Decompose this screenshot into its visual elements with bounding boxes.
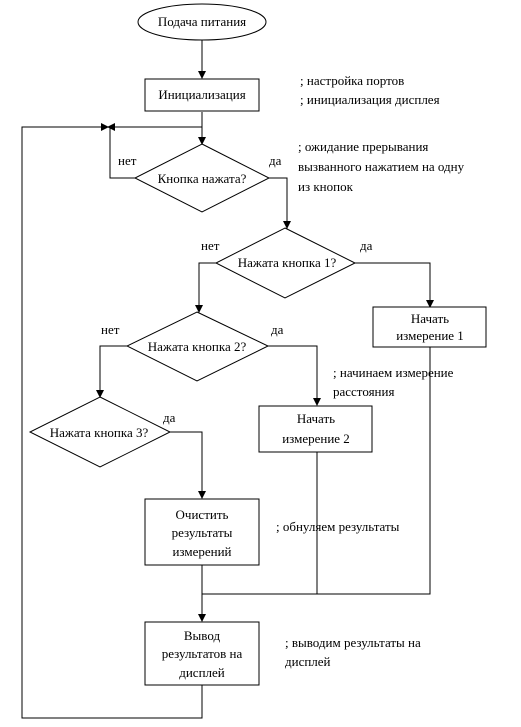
measure-1-box — [372, 306, 487, 348]
init-box — [144, 78, 260, 112]
edge-return-loop — [21, 123, 203, 719]
measure-2-box — [258, 405, 373, 453]
measure-2-label-line-2: измерение 2 — [282, 431, 350, 446]
d4-yes-label: да — [163, 410, 176, 425]
d3-no-label: нет — [101, 322, 120, 337]
comment-5-line-2: дисплей — [285, 654, 331, 669]
measure-1-label-line-1: Начать — [411, 311, 449, 326]
init-label: Инициализация — [158, 87, 245, 102]
shapes — [28, 3, 487, 686]
edge-d4-yes — [170, 431, 206, 499]
d3-yes-label: да — [271, 322, 284, 337]
output-label-line-3: дисплей — [179, 665, 225, 680]
edge-d2-no — [195, 262, 216, 313]
node-labels: Подача питания Инициализация Кнопка нажа… — [50, 14, 464, 680]
clear-box — [144, 498, 260, 566]
comment-4: ; обнуляем результаты — [276, 519, 400, 534]
edge-m1-merge — [202, 347, 431, 595]
edge-d1-no-loop — [109, 126, 202, 179]
output-box — [144, 621, 260, 686]
output-label-line-2: результатов на — [162, 646, 243, 661]
start-terminator — [137, 3, 267, 41]
clear-label-line-3: измерений — [172, 544, 231, 559]
clear-label-line-2: результаты — [172, 525, 233, 540]
connectors — [21, 40, 434, 719]
decision-1-label: Кнопка нажата? — [158, 171, 247, 186]
decision-4-label: Нажата кнопка 3? — [50, 425, 149, 440]
d1-yes-label: да — [269, 153, 282, 168]
edge-d3-no — [96, 345, 127, 398]
clear-label-line-1: Очистить — [176, 507, 229, 522]
d2-no-label: нет — [201, 238, 220, 253]
d2-yes-label: да — [360, 238, 373, 253]
comment-2-line-3: из кнопок — [298, 179, 354, 194]
decision-4 — [28, 396, 172, 468]
output-label-line-1: Вывод — [184, 628, 221, 643]
comment-2-line-1: ; ожидание прерывания — [298, 139, 428, 154]
decision-1 — [133, 143, 271, 213]
comment-3-line-2: расстояния — [333, 384, 394, 399]
d1-no-label: нет — [118, 153, 137, 168]
comment-5-line-1: ; выводим результаты на — [285, 635, 421, 650]
measure-1-label-line-2: измерение 1 — [396, 328, 464, 343]
comment-2-line-2: вызванного нажатием на одну — [298, 159, 465, 174]
comment-1-line-2: ; инициализация дисплея — [300, 92, 440, 107]
edge-d2-yes — [355, 262, 434, 308]
decision-2-label: Нажата кнопка 1? — [238, 255, 337, 270]
decision-3-label: Нажата кнопка 2? — [148, 339, 247, 354]
decision-3 — [125, 311, 270, 382]
measure-2-label-line-1: Начать — [297, 411, 335, 426]
start-label: Подача питания — [158, 14, 246, 29]
decision-2 — [214, 227, 357, 299]
comment-3-line-1: ; начинаем измерение — [333, 365, 454, 380]
comments: ; настройка портов ; инициализация диспл… — [276, 73, 465, 669]
edge-labels: нет да нет да нет да да — [101, 153, 373, 425]
edge-d3-yes — [268, 345, 321, 406]
comment-1-line-1: ; настройка портов — [300, 73, 404, 88]
